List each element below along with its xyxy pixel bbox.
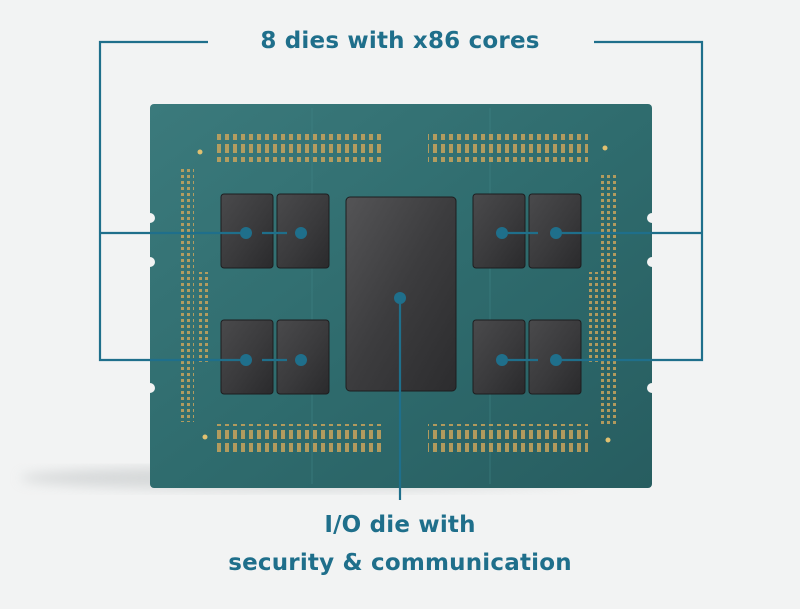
callout-dots <box>240 227 562 366</box>
io-die-label-line2: security & communication <box>228 550 572 576</box>
io-die-label-line1: I/O die with <box>324 512 476 538</box>
core-dies-label: 8 dies with x86 cores <box>260 28 540 54</box>
callout-lines <box>98 40 704 500</box>
contact-pads <box>180 134 616 452</box>
